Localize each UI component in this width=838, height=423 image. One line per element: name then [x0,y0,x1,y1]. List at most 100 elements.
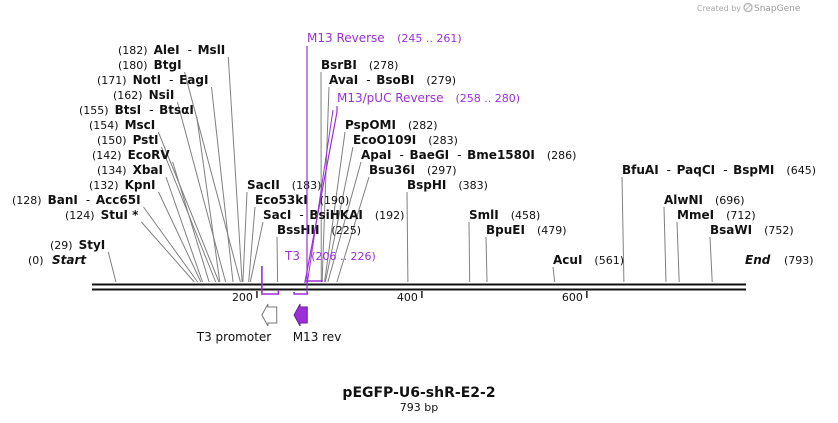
credit-text: Created by [697,4,741,13]
enzyme-name: MslI [198,43,226,57]
site-separator: - [149,103,153,117]
site-position: (225) [331,224,361,237]
enzyme-name: AleI [154,43,180,57]
leader-line-msci [157,131,220,283]
enzyme-name: EcoRV [128,148,171,162]
site-saci: SacI-BsiHKAI(192) [263,208,404,222]
site-kpni: (132)KpnI [89,178,156,192]
enzyme-name: AlwNI [664,193,703,207]
leader-line-smli [468,221,471,283]
enzyme-name: NsiI [149,88,175,102]
site-position: (278) [369,59,399,72]
enzyme-name: StyI [79,238,106,252]
enzyme-name: BsiHKAI [309,208,363,222]
enzyme-name: AcuI [553,253,582,267]
site-ecorv: (142) EcoRV [92,148,170,162]
site-position: (134) [97,164,127,177]
leader-line-bsu36i [336,176,370,283]
site-position: (752) [764,224,794,237]
feature-arrow-m13-rev [293,303,308,327]
site-position: (132) [89,179,119,192]
enzyme-name: StuI * [101,208,140,222]
leader-line-alei [227,56,243,283]
site-position: (561) [594,254,624,267]
site-position: (282) [408,119,438,132]
leader-line-eco53ki [248,206,256,283]
site-position: (712) [726,209,756,222]
end-label: End [745,253,771,267]
leader-line-btsi [196,116,221,283]
feature-t3-promoter: T3 promoter [196,303,278,344]
site-alwni: AlwNI (696) [664,193,745,207]
enzyme-name: PaqCI [677,163,715,177]
site-position: (645) [786,164,816,177]
site-position: (696) [715,194,745,207]
enzyme-name: Bme1580I [467,148,535,162]
site-position: (124) [65,209,95,222]
site-mmei: MmeI(712) [677,208,756,222]
enzyme-name: BpuEI [486,223,525,237]
site-position: (171) [97,74,127,87]
start-number: (0) [28,254,44,267]
end-number: (793) [784,254,814,267]
enzyme-name: BssHII [277,223,319,237]
primer-bar-m13-reverse [293,292,309,295]
leader-line-sacii [242,191,248,283]
enzyme-name: BspMI [733,163,774,177]
enzyme-name: EagI [179,73,208,87]
leader-line-saci [249,221,264,283]
site-sacii: SacII(183) [247,178,321,192]
leader-line-kpni [158,191,202,283]
enzyme-name: NotI [133,73,162,87]
enzyme-name: BanI [48,193,78,207]
leader-line-alwni [663,206,667,283]
enzyme-name: PstI [133,133,159,147]
leader-line-avai [321,86,330,283]
leader-line-bsphi [406,191,409,283]
site-smli: SmlI (458) [469,208,540,222]
enzyme-name: BsaWI [710,223,752,237]
site-bsawi: BsaWI (752) [710,223,794,237]
site-position: (190) [320,194,350,207]
site-position: (192) [375,209,405,222]
leader-line-bani [143,206,199,283]
leader-line-nsii [176,101,227,283]
leader-line-bpuei [485,236,488,283]
enzyme-name: BsrBI [321,58,357,72]
backbone [92,283,746,291]
leader-line-stui [141,221,195,283]
primer-label: T3 [284,249,300,263]
site-labels: (182)AleI-MslI(180)BtgI(171)NotI-EagI(16… [12,43,816,267]
leader-line-btgi [184,71,241,283]
site-position: (458) [511,209,541,222]
site-position: (283) [428,134,458,147]
site-separator: - [299,208,303,222]
enzyme-name: SmlI [469,208,499,222]
site-separator: - [667,163,671,177]
site-noti: (171) NotI-EagI [97,73,208,87]
snapgene-credit: Created by SnapGene [697,2,801,14]
site-separator: - [169,73,173,87]
enzyme-name: AvaI [329,73,358,87]
site-btgi: (180)BtgI [118,58,182,72]
enzyme-name: MscI [125,118,156,132]
site-bsu36i: Bsu36I(297) [369,163,457,177]
leader-line-mmei [676,221,680,283]
site-position: (142) [92,149,122,162]
leader-line-styi [107,251,117,283]
site-psti: (150) PstI [97,133,159,147]
site-position: (150) [97,134,127,147]
site-position: (279) [426,74,456,87]
site-separator: - [457,148,461,162]
tick-label-600: 600 [562,291,583,304]
site-position: (383) [458,179,488,192]
enzyme-name: BtgI [154,58,182,72]
site-bani: (128)BanI-Acc65I [12,193,141,207]
plasmid-length: 793 bp [400,401,438,414]
site-styi: (29)StyI [50,238,105,252]
site-bfuai: BfuAI-PaqCI-BspMI(645) [622,163,816,177]
site-separator: - [723,163,727,177]
feature-label: T3 promoter [196,330,272,344]
